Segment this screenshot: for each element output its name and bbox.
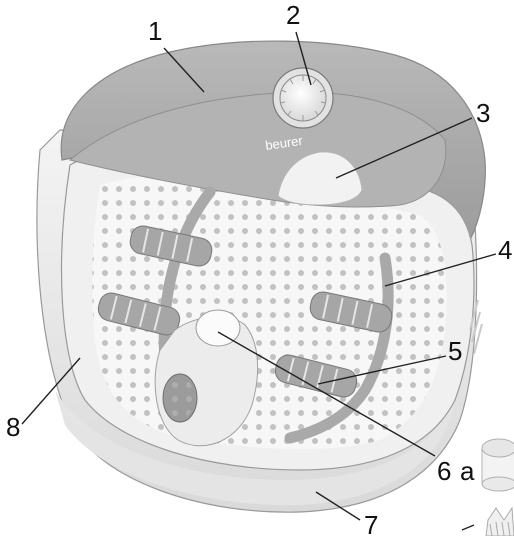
control-knob[interactable] <box>280 75 326 121</box>
callout-3: 3 <box>476 98 490 128</box>
accessory-brush <box>486 508 514 536</box>
callout-4: 4 <box>498 235 512 265</box>
callout-6: 6 <box>437 456 451 486</box>
callout-7: 7 <box>364 510 378 536</box>
accessory-a <box>482 439 514 491</box>
callout-6a: a <box>460 456 475 486</box>
callout-5: 5 <box>448 336 462 366</box>
callout-8: 8 <box>6 412 20 442</box>
callout-1: 1 <box>148 16 162 46</box>
pumice-texture <box>166 377 194 419</box>
brush-leader <box>462 525 474 530</box>
callout-2: 2 <box>286 0 300 30</box>
